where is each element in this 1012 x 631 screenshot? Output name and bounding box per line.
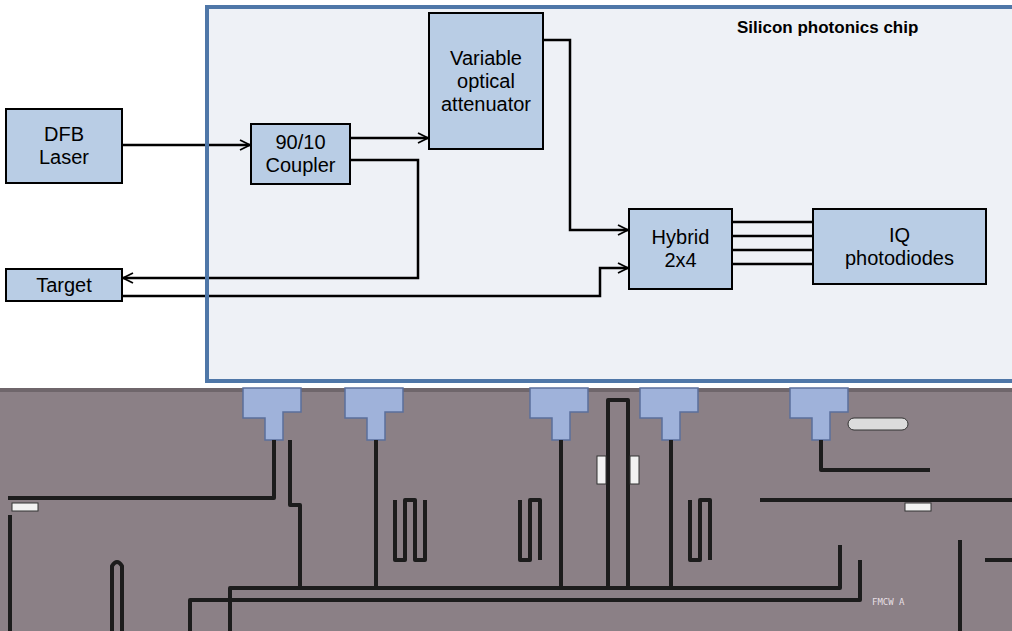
chip-micrograph — [0, 388, 1012, 631]
bond-pad — [640, 388, 698, 440]
chip-region: Silicon photonics chip 90/10 Coupler Varia… — [205, 5, 1012, 383]
laser-box: DFB Laser — [5, 108, 123, 184]
bond-pad — [345, 388, 403, 440]
waveguide — [112, 562, 122, 631]
waveguide — [230, 545, 840, 631]
connector — [733, 263, 812, 266]
heater — [12, 503, 38, 511]
connector — [733, 221, 812, 224]
connector — [123, 268, 628, 296]
coupler-box: 90/10 Coupler — [250, 123, 351, 185]
heater — [630, 456, 639, 484]
box-label: 90/10 Coupler — [258, 131, 343, 177]
connector — [733, 235, 812, 238]
chip-heading: Silicon photonics chip — [737, 18, 918, 38]
waveguide — [690, 500, 710, 560]
waveguide — [958, 540, 962, 631]
waveguide — [559, 440, 563, 588]
waveguide — [8, 515, 12, 631]
target-box: Target — [5, 268, 123, 302]
box-label: Hybrid 2x4 — [645, 226, 717, 272]
waveguide — [608, 400, 628, 588]
waveguide — [374, 440, 378, 588]
die-marking: FMCW A — [872, 598, 905, 608]
bond-pad — [790, 388, 848, 440]
connector — [733, 249, 812, 252]
connector — [351, 137, 428, 140]
photodiode-element — [848, 418, 908, 430]
waveguide — [395, 500, 425, 560]
box-label: DFB Laser — [29, 123, 99, 169]
box-label: IQ photodiodes — [835, 224, 965, 270]
waveguide — [669, 440, 673, 588]
bond-pad — [530, 388, 588, 440]
waveguide — [760, 498, 1012, 502]
chip-ground — [205, 5, 1012, 383]
box-label: Target — [36, 274, 92, 297]
heater — [905, 503, 931, 511]
attenuator-box: Variable optical attenuator — [428, 12, 544, 150]
waveguide — [190, 560, 860, 631]
waveguide — [520, 500, 540, 560]
heater — [597, 456, 606, 484]
waveguide — [821, 440, 930, 470]
photodiode-box: IQ photodiodes — [812, 208, 987, 285]
waveguide — [985, 558, 1012, 562]
waveguide — [8, 440, 274, 498]
micrograph-ground — [0, 388, 1012, 631]
connector — [544, 40, 628, 230]
connector — [123, 144, 250, 147]
box-label: Variable optical attenuator — [436, 47, 536, 116]
hybrid-box: Hybrid 2x4 — [628, 208, 733, 290]
bond-pad — [243, 388, 301, 440]
waveguide — [290, 440, 300, 588]
micrograph-edge — [0, 388, 1012, 392]
